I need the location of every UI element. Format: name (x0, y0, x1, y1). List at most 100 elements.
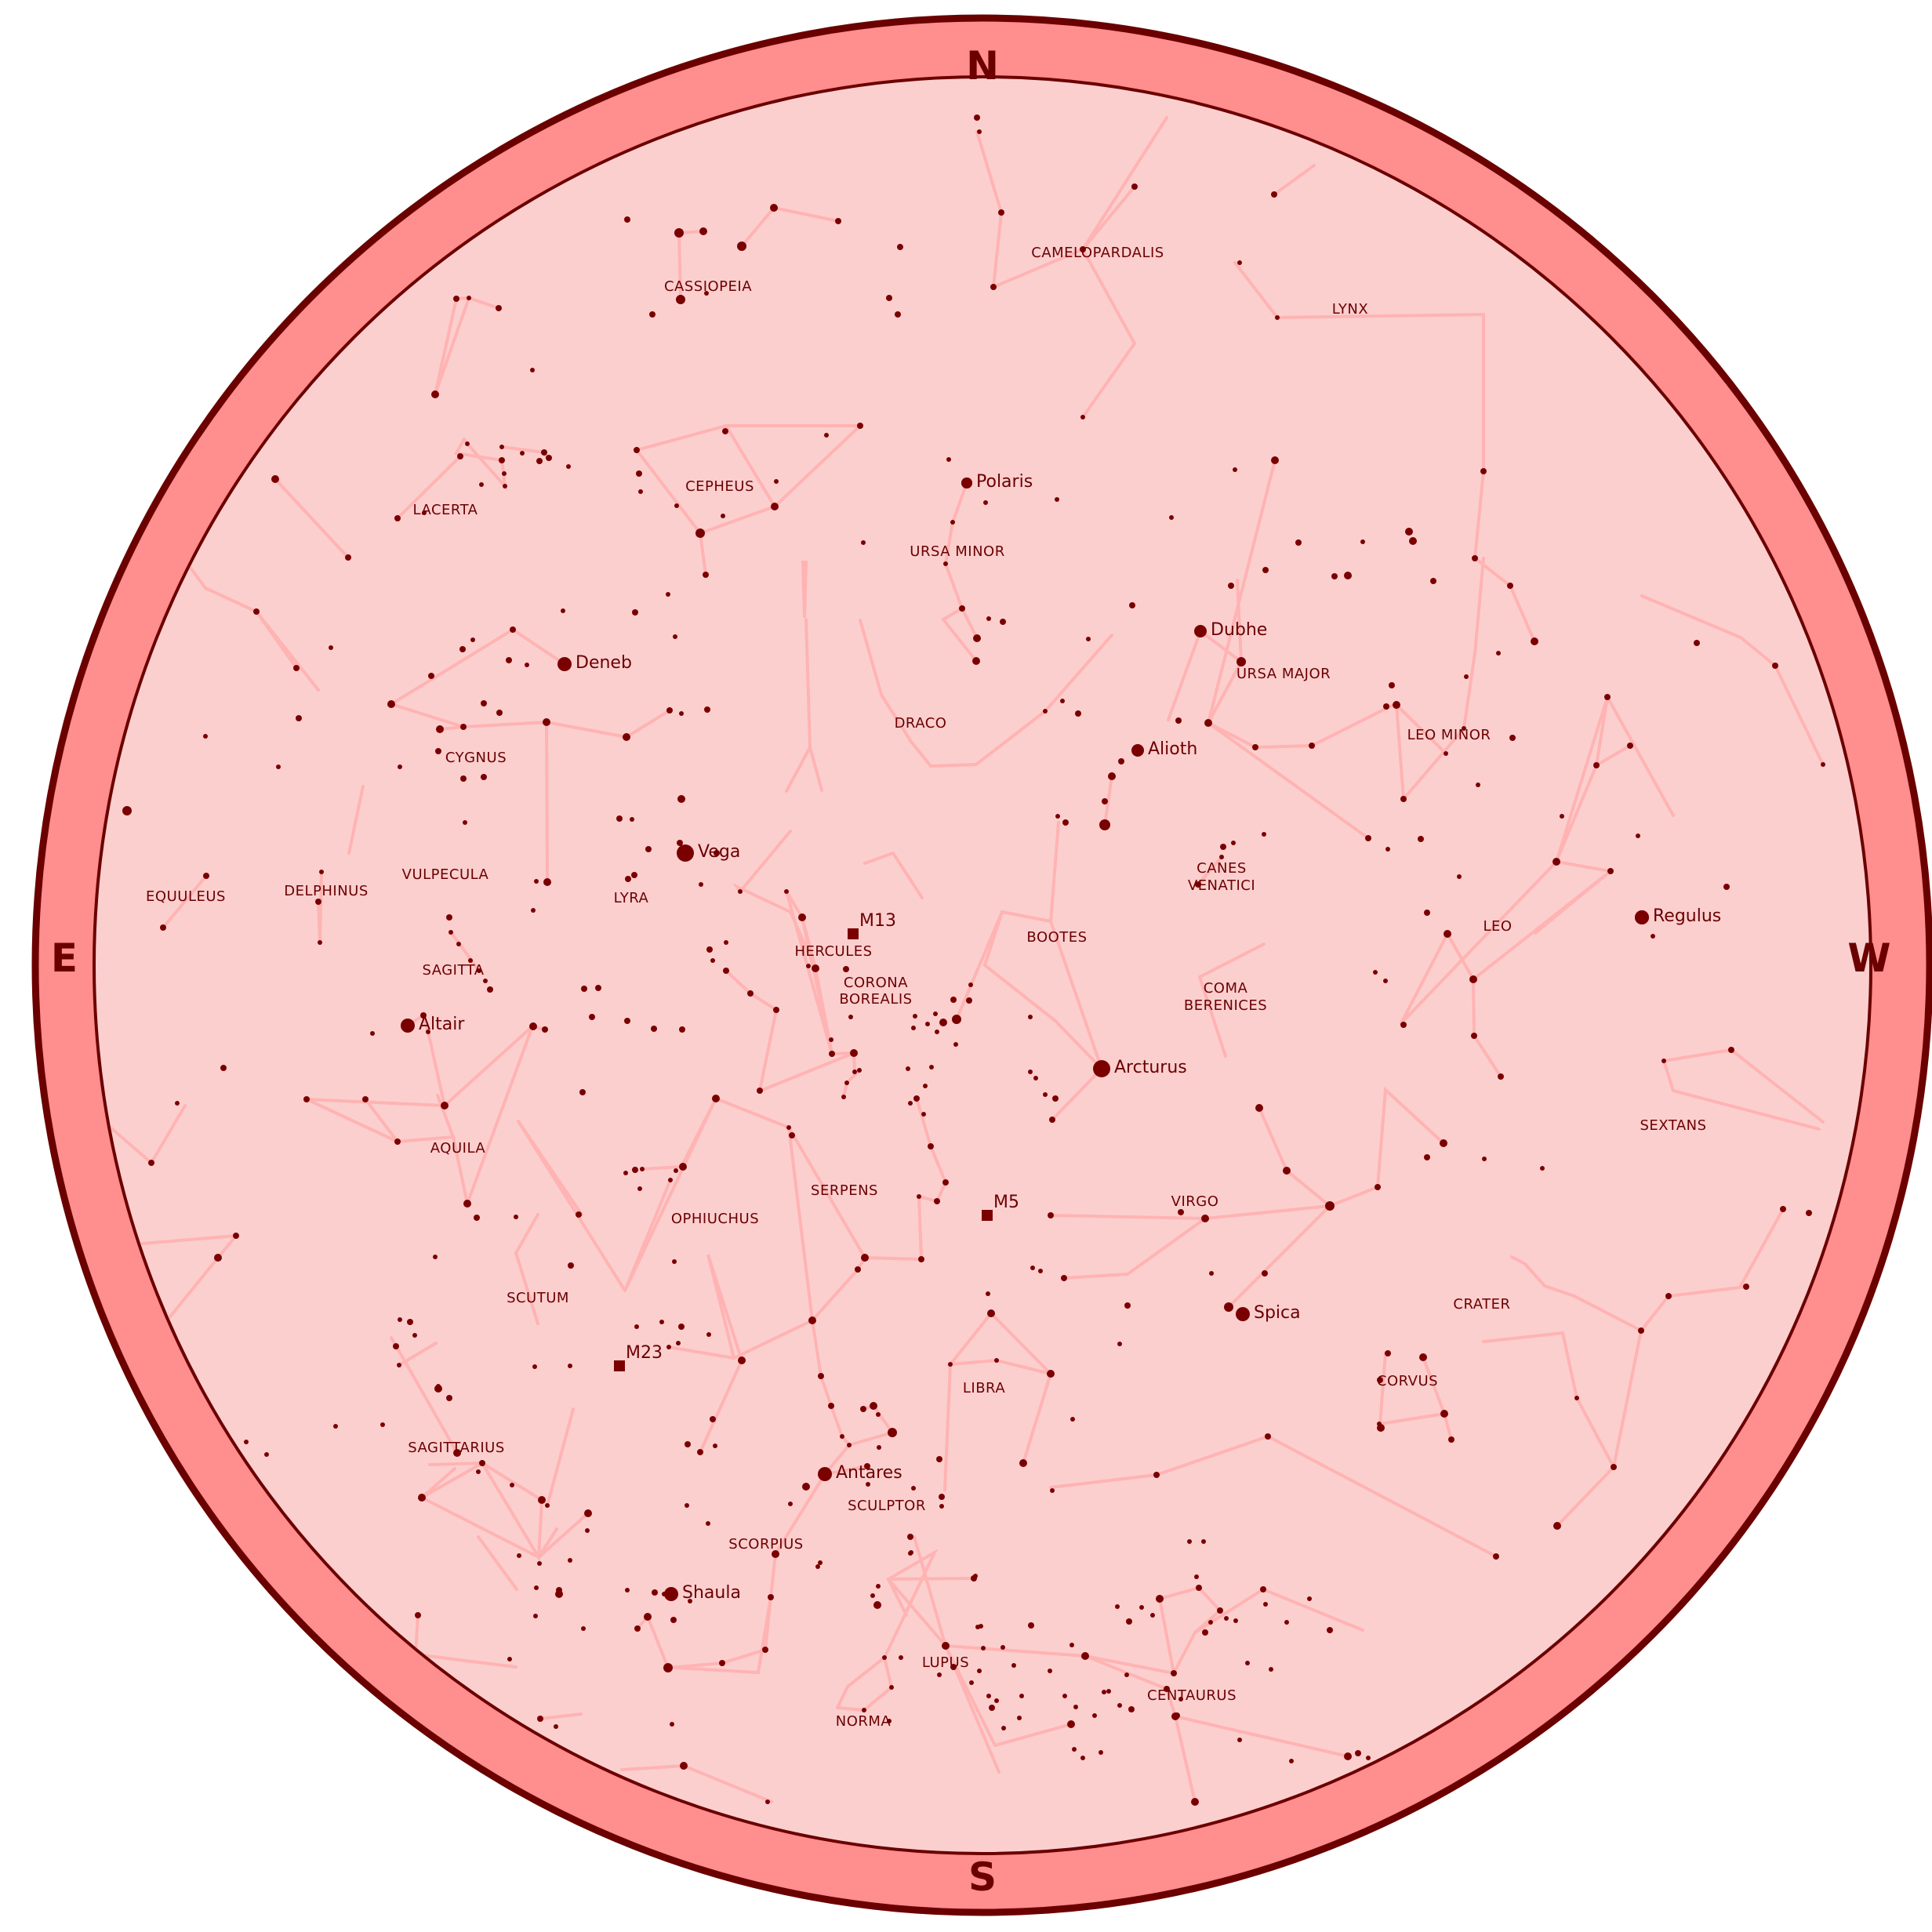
star (1472, 555, 1478, 561)
star (939, 1504, 944, 1509)
constellation-line (955, 910, 1004, 1021)
star (566, 464, 571, 469)
star (394, 1138, 401, 1145)
constellation-line (1198, 942, 1266, 979)
constellation-label: CRATER (1453, 1296, 1510, 1313)
star (1553, 1522, 1561, 1530)
star (939, 1494, 945, 1500)
star (990, 284, 997, 290)
star (1201, 1215, 1209, 1222)
star (704, 706, 710, 713)
star (1178, 1209, 1184, 1215)
star (496, 305, 502, 311)
star (719, 1660, 725, 1666)
star (1661, 1059, 1666, 1063)
star (724, 940, 728, 945)
star (1043, 709, 1048, 714)
star (203, 734, 208, 739)
constellation-label: EQUULEUS (146, 888, 226, 905)
star (1780, 1206, 1786, 1212)
star (1126, 1618, 1132, 1625)
star (908, 1101, 913, 1106)
constellation-line (772, 206, 840, 223)
constellation-line (993, 1723, 1073, 1747)
star (1081, 1652, 1089, 1660)
star-label: Altair (419, 1015, 465, 1034)
star (645, 846, 652, 852)
constellation-line (1207, 704, 1393, 750)
constellation-line (537, 1527, 558, 1559)
constellation-line (863, 852, 895, 865)
star (704, 291, 709, 296)
star (1262, 1270, 1268, 1276)
star (873, 1601, 881, 1609)
star (1118, 758, 1124, 764)
star (533, 1614, 538, 1618)
star (1000, 1645, 1005, 1650)
star (934, 1198, 940, 1204)
star (634, 447, 640, 453)
star (699, 227, 707, 235)
star (271, 475, 279, 483)
star (525, 663, 529, 667)
star (1377, 1424, 1385, 1432)
star (634, 1324, 639, 1329)
star (953, 1042, 958, 1047)
star (674, 503, 679, 508)
star (1482, 1157, 1487, 1161)
star (543, 718, 550, 726)
star (1806, 1210, 1812, 1216)
star (679, 711, 684, 716)
star (1178, 1697, 1183, 1701)
star (848, 1015, 853, 1019)
star (1028, 1622, 1034, 1629)
star (969, 1680, 974, 1685)
star (1289, 1759, 1294, 1763)
star (233, 1233, 239, 1239)
star (1409, 537, 1417, 545)
star (1196, 1585, 1202, 1591)
constellation-line (1167, 630, 1202, 721)
star (1129, 602, 1135, 608)
constellation-line (1051, 1067, 1103, 1121)
star-label: Polaris (976, 472, 1033, 492)
star (623, 1171, 628, 1175)
star (774, 479, 779, 484)
star (1048, 1212, 1054, 1218)
named-star-marker (677, 844, 694, 862)
star (1237, 1738, 1242, 1742)
star (632, 609, 638, 616)
star (329, 645, 333, 650)
constellation-label: BERENICES (1184, 997, 1267, 1014)
star (973, 1574, 978, 1578)
named-star-marker (1131, 744, 1144, 757)
star (333, 1424, 338, 1429)
star (666, 1345, 671, 1349)
star (446, 1395, 452, 1401)
constellation-label: SAGITTA (422, 962, 484, 979)
star (1043, 1092, 1048, 1097)
star (420, 1012, 427, 1019)
star (1638, 1327, 1644, 1334)
star (1194, 1574, 1199, 1579)
star (882, 1655, 887, 1660)
deep-sky-label: M5 (993, 1193, 1019, 1212)
star (889, 1685, 894, 1690)
star (1665, 1293, 1672, 1299)
star (710, 958, 715, 963)
star (581, 1626, 586, 1631)
star (659, 1320, 664, 1324)
star (1772, 663, 1778, 669)
star (738, 889, 743, 894)
star (370, 1031, 375, 1036)
star (818, 1373, 824, 1379)
star (714, 850, 720, 856)
star (1115, 1604, 1120, 1609)
star (1139, 1605, 1144, 1610)
constellation-line (1662, 1059, 1821, 1131)
star (1560, 814, 1564, 819)
star (1033, 1076, 1038, 1080)
star (1124, 1672, 1129, 1677)
star (624, 216, 630, 223)
